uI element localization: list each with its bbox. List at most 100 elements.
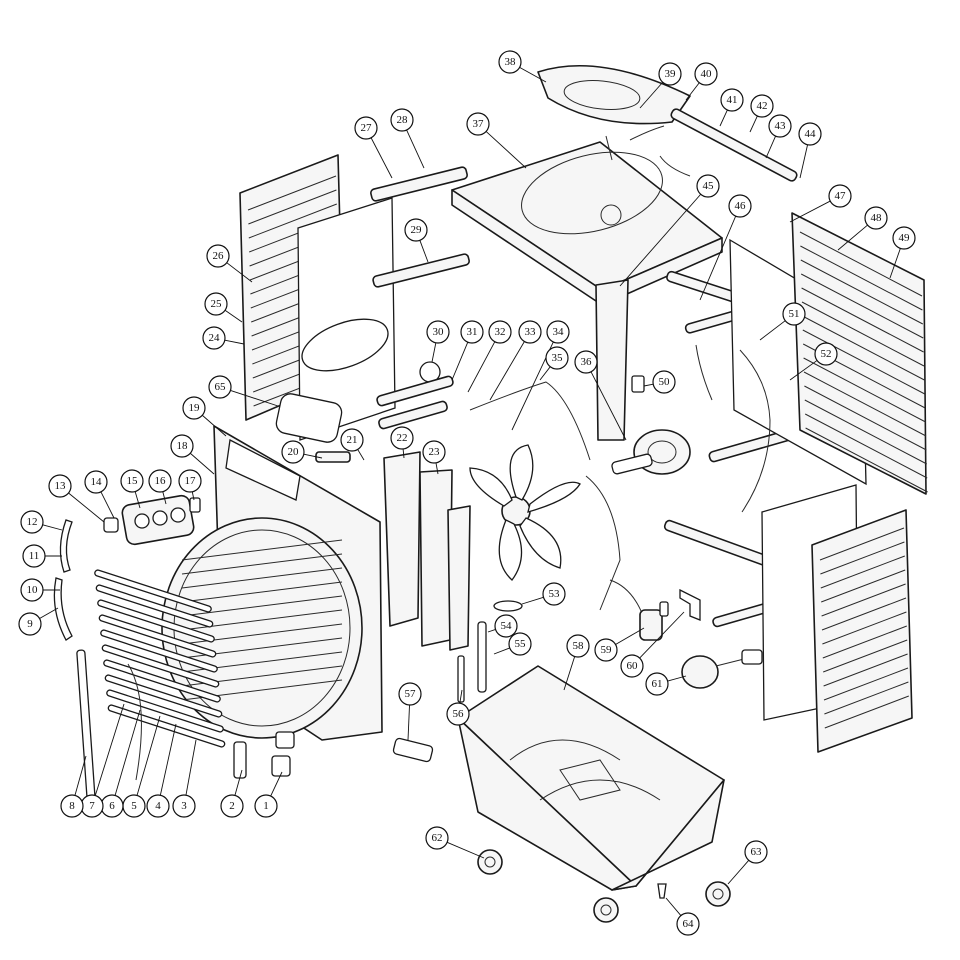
louver-slat bbox=[181, 567, 343, 589]
callout-number: 1 bbox=[263, 800, 269, 812]
louver-slat bbox=[248, 189, 337, 225]
callout-number: 58 bbox=[573, 640, 585, 652]
callout-number: 5 bbox=[131, 800, 137, 812]
callout-leader bbox=[727, 859, 750, 885]
callout-number: 41 bbox=[727, 94, 738, 106]
front-louver-blade bbox=[95, 584, 214, 628]
callout-leader bbox=[134, 491, 141, 509]
callout-leader bbox=[234, 769, 243, 796]
front-louver-set bbox=[94, 569, 226, 748]
callout-28: 28 bbox=[390, 108, 425, 169]
callout-leader bbox=[406, 129, 425, 169]
top-cover bbox=[451, 141, 723, 306]
callout-leader bbox=[68, 492, 105, 523]
callout-leader bbox=[431, 342, 437, 363]
callout-circle bbox=[864, 206, 888, 230]
callout-number: 60 bbox=[627, 660, 639, 672]
callout-leader bbox=[789, 360, 818, 381]
louver-pivot-bracket bbox=[233, 741, 247, 779]
callout-2: 2 bbox=[220, 769, 244, 818]
louver-slat bbox=[803, 357, 926, 423]
callout-number: 21 bbox=[347, 434, 358, 446]
louver-slat bbox=[821, 569, 906, 603]
callout-number: 30 bbox=[433, 326, 445, 338]
callout-number: 42 bbox=[757, 100, 768, 112]
callout-7: 7 bbox=[80, 703, 125, 818]
callout-circle bbox=[18, 612, 42, 636]
callout-9: 9 bbox=[18, 607, 59, 636]
callout-number: 27 bbox=[361, 122, 373, 134]
callout-leader bbox=[136, 715, 161, 796]
callout-circle bbox=[498, 50, 522, 74]
callout-leader bbox=[162, 491, 167, 505]
callout-leader bbox=[519, 66, 547, 83]
clip-lower bbox=[271, 755, 291, 777]
mount-clip bbox=[315, 451, 351, 463]
callout-number: 7 bbox=[89, 800, 95, 812]
callout-circle bbox=[84, 470, 108, 494]
callout-leader bbox=[665, 897, 682, 916]
float-chamber bbox=[301, 318, 389, 372]
callout-number: 8 bbox=[69, 800, 75, 812]
callout-47: 47 bbox=[789, 184, 852, 223]
callout-leader bbox=[201, 414, 227, 437]
callout-circle bbox=[545, 346, 569, 370]
callout-35: 35 bbox=[539, 346, 569, 381]
callout-3: 3 bbox=[172, 739, 197, 818]
callout-leader bbox=[357, 449, 365, 461]
callout-leader bbox=[230, 389, 279, 407]
callout-circle bbox=[170, 434, 194, 458]
callout-number: 20 bbox=[288, 446, 300, 458]
callout-leader bbox=[407, 704, 410, 741]
front-louver-blade bbox=[104, 674, 223, 718]
callout-12: 12 bbox=[20, 510, 63, 534]
callout-leader bbox=[563, 656, 576, 691]
louver-slat bbox=[819, 527, 905, 561]
callout-53: 53 bbox=[521, 582, 566, 606]
callout-number: 23 bbox=[429, 446, 441, 458]
fan-blade bbox=[469, 444, 581, 581]
upper-distributor-lower bbox=[378, 400, 448, 430]
louver-slat bbox=[804, 413, 928, 479]
callout-leader bbox=[667, 675, 687, 682]
callout-34: 34 bbox=[511, 320, 570, 431]
callout-leader bbox=[639, 81, 664, 109]
louver-slat bbox=[822, 625, 907, 659]
callout-number: 19 bbox=[189, 402, 201, 414]
callout-30: 30 bbox=[426, 320, 450, 363]
water-level-tube bbox=[457, 655, 465, 703]
louver-slat bbox=[823, 653, 908, 687]
callout-number: 18 bbox=[177, 440, 189, 452]
callout-number: 50 bbox=[659, 376, 671, 388]
drain-hose bbox=[695, 344, 771, 513]
callout-number: 59 bbox=[601, 644, 613, 656]
callout-17: 17 bbox=[178, 469, 202, 501]
callout-circle bbox=[425, 826, 449, 850]
callout-circle bbox=[60, 794, 84, 818]
callout-number: 12 bbox=[27, 516, 38, 528]
callout-22: 22 bbox=[390, 426, 414, 459]
pump-cover bbox=[493, 600, 523, 612]
callout-leader bbox=[270, 771, 283, 797]
callout-32: 32 bbox=[467, 320, 512, 393]
front-louver-blade bbox=[98, 614, 217, 658]
callout-circle bbox=[574, 350, 598, 374]
top-rail-left bbox=[370, 166, 468, 202]
callout-leader bbox=[459, 689, 463, 704]
callout-circle bbox=[518, 320, 542, 344]
callout-number: 43 bbox=[775, 120, 787, 132]
right-louver-grille bbox=[791, 212, 928, 495]
callout-leader bbox=[493, 647, 510, 655]
support-channel-left bbox=[383, 451, 421, 627]
callout-4: 4 bbox=[146, 723, 177, 818]
callout-49: 49 bbox=[889, 226, 916, 279]
callout-leader bbox=[619, 193, 702, 287]
louver-slat bbox=[800, 259, 924, 325]
callout-circle bbox=[645, 672, 669, 696]
callout-leader bbox=[370, 137, 393, 179]
louver-slat bbox=[801, 287, 924, 353]
support-channel-right bbox=[447, 505, 471, 651]
callout-leader bbox=[759, 320, 786, 341]
callout-number: 24 bbox=[209, 332, 221, 344]
